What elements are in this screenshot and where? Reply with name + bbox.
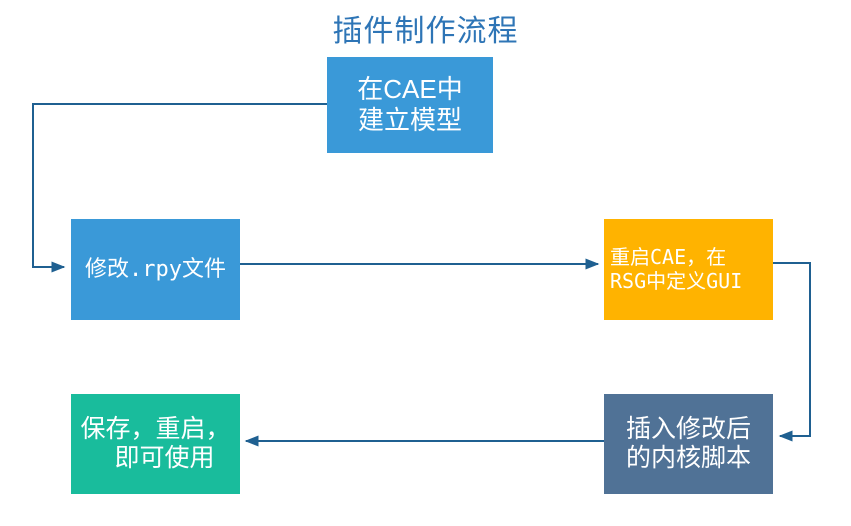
node-insert-modified-kernel-script[interactable]: 插入修改后 的内核脚本 [604, 394, 773, 494]
node-modify-rpy-file[interactable]: 修改.rpy文件 [71, 219, 240, 320]
node-cae-line-1: 在CAE中 [357, 74, 463, 105]
node-rsg-line-2: RSG中定义GUI [610, 268, 743, 293]
node-save-line-1: 保存，重启， [80, 414, 231, 443]
node-rpy-line-1: 修改.rpy文件 [85, 256, 226, 282]
node-cae-line-2: 建立模型 [357, 105, 462, 135]
connector-rsg-to-kernel [773, 262, 811, 442]
node-save-restart-ready-to-use[interactable]: 保存，重启， 即可使用 [71, 394, 240, 494]
node-create-model-in-cae[interactable]: 在CAE中 建立模型 [327, 57, 493, 153]
page-title: 插件制作流程 [332, 15, 519, 48]
node-save-line-2: 即可使用 [114, 444, 215, 472]
node-restart-cae-define-gui-in-rsg[interactable]: 重启CAE，在 RSG中定义GUI [604, 219, 773, 320]
node-rsg-line-1: 重启CAE，在 [610, 244, 727, 269]
node-kernel-line-2: 的内核脚本 [625, 444, 751, 472]
node-kernel-line-1: 插入修改后 [625, 414, 751, 443]
connector-cae-to-rpy [32, 103, 327, 273]
